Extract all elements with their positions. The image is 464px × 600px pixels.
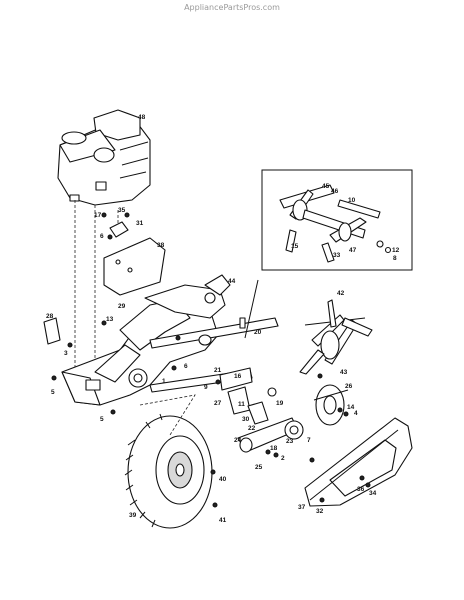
callout-2: 2	[281, 455, 285, 462]
callout-16: 16	[234, 373, 242, 380]
belt-cover	[103, 237, 166, 296]
callout-31: 31	[136, 220, 144, 227]
callout-30: 30	[242, 416, 250, 423]
callout-24: 24	[234, 437, 242, 444]
callout-47: 47	[349, 247, 357, 254]
callout-11: 11	[238, 401, 245, 408]
callout-41: 41	[219, 517, 227, 524]
callout-5: 5	[51, 389, 55, 396]
callout-18: 18	[270, 445, 278, 452]
callout-43: 43	[340, 369, 348, 376]
clip-28	[43, 317, 61, 345]
callout-44: 44	[228, 278, 236, 285]
callouts: 48 35 17 31 6 38 44 29 28 13 3 5 1 6 21 …	[46, 114, 400, 524]
callout-19: 19	[276, 400, 284, 407]
control-rod	[244, 279, 259, 339]
callout-29: 29	[118, 303, 126, 310]
callout-28: 28	[46, 313, 54, 320]
callout-33: 33	[333, 252, 341, 259]
callout-42: 42	[337, 290, 345, 297]
leader-line	[139, 394, 196, 436]
washer-19	[267, 387, 277, 397]
tine-assembly	[299, 299, 373, 375]
callout-13: 13	[106, 316, 114, 323]
callout-26: 26	[345, 383, 353, 390]
callout-25: 25	[255, 464, 263, 471]
callout-14: 14	[347, 404, 355, 411]
callout-6b: 6	[184, 363, 188, 370]
callout-40: 40	[219, 476, 227, 483]
tine-detail-inset	[261, 169, 413, 271]
watermark-text: AppliancePartsPros.com	[184, 3, 280, 12]
callout-6: 6	[100, 233, 104, 240]
idler-arm	[237, 417, 304, 453]
callout-39: 39	[129, 512, 137, 519]
callout-8: 8	[393, 255, 397, 262]
callout-22: 22	[248, 425, 256, 432]
rod-end	[239, 317, 246, 329]
callout-21: 21	[214, 367, 222, 374]
callout-48: 48	[138, 114, 146, 121]
hardware	[51, 212, 371, 508]
callout-27: 27	[214, 400, 222, 407]
transmission-housing	[61, 299, 219, 406]
callout-5b: 5	[100, 416, 104, 423]
callout-45: 45	[322, 183, 330, 190]
callout-38: 38	[157, 242, 165, 249]
engine	[57, 109, 151, 206]
callout-7: 7	[307, 437, 311, 444]
callout-23: 23	[286, 438, 294, 445]
callout-32: 32	[316, 508, 324, 515]
callout-35: 35	[118, 207, 126, 214]
callout-34: 34	[369, 490, 377, 497]
upper-frame	[144, 274, 231, 319]
callout-15: 15	[291, 243, 299, 250]
callout-20: 20	[254, 329, 262, 336]
callout-4: 4	[354, 410, 358, 417]
callout-1: 1	[162, 378, 166, 385]
callout-46: 46	[331, 188, 339, 195]
lever-bracket	[219, 367, 269, 425]
bracket-31	[109, 221, 129, 238]
callout-9: 9	[204, 384, 208, 391]
inset-tines	[279, 184, 392, 263]
callout-3: 3	[64, 350, 68, 357]
callout-17: 17	[94, 212, 102, 219]
pulley-26	[313, 384, 349, 426]
callout-37: 37	[298, 504, 306, 511]
callout-12: 12	[392, 247, 400, 254]
belt-guard	[304, 417, 413, 507]
callout-10: 10	[348, 197, 356, 204]
callout-36: 36	[357, 486, 365, 493]
wheel	[124, 413, 213, 529]
